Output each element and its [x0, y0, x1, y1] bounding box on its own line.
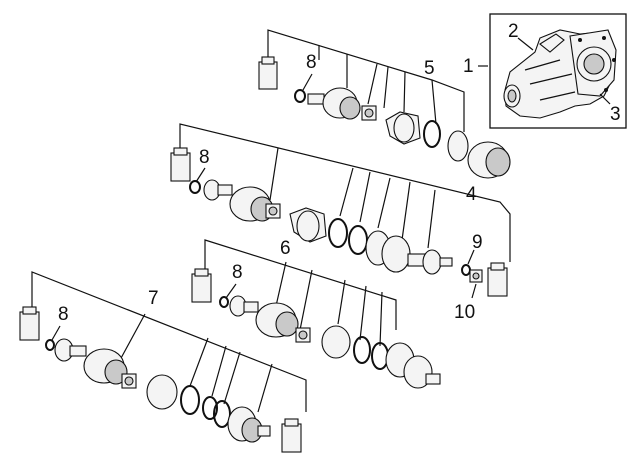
callout-2: 2	[508, 21, 519, 42]
callout-8-third: 8	[232, 262, 243, 283]
leader-3	[599, 93, 611, 105]
snap-ring-icon	[45, 339, 55, 351]
grease-tube-icon	[258, 56, 278, 90]
grease-tube-icon	[19, 306, 40, 341]
shaft-assembly-6: 6 8	[191, 238, 441, 389]
snap-ring-icon	[294, 89, 306, 103]
leaders-4	[269, 147, 436, 249]
leaders-7	[119, 313, 273, 413]
callout-1: 1	[463, 56, 474, 77]
grease-tube-icon	[281, 418, 302, 453]
bracket-4	[179, 123, 511, 262]
differential-housing	[503, 29, 617, 119]
callout-9: 9	[472, 232, 483, 253]
boot-clamp-icon	[202, 396, 218, 420]
cv-joint-outer-6	[229, 295, 299, 338]
differential-inset: 1 2 3	[463, 13, 627, 129]
tripod-icon	[265, 203, 281, 219]
cv-joint-inner-6	[385, 342, 441, 389]
cv-joint-outer-7	[54, 338, 128, 385]
grease-tube-icon	[191, 268, 212, 303]
boot-clamp-icon	[371, 342, 389, 370]
shaft-assembly-4: 4 8	[170, 123, 511, 323]
tripod-icon	[121, 373, 137, 389]
cv-joint-inner-5	[447, 130, 511, 179]
callout-3: 3	[610, 104, 621, 125]
tripod-icon	[295, 327, 311, 343]
cv-joint-inner-7	[227, 406, 271, 443]
shaft-assembly-7: 7 8	[19, 271, 307, 453]
snap-ring-icon	[189, 180, 201, 194]
boot-4a	[289, 207, 327, 243]
boot-clamp-icon	[328, 218, 348, 248]
grease-tube-icon	[170, 147, 191, 182]
nut-10-icon	[469, 269, 483, 283]
leaders-6	[275, 261, 383, 347]
bracket-7	[31, 271, 307, 412]
callout-6: 6	[280, 238, 291, 259]
shaft-assembly-5: 5 8	[258, 29, 511, 179]
cv-joint-outer-4	[203, 179, 274, 222]
callout-8-second: 8	[199, 147, 210, 168]
callout-4: 4	[466, 184, 477, 205]
boot-5a	[385, 111, 421, 145]
boot-clamp-icon	[348, 225, 368, 255]
leaders-5	[318, 45, 437, 125]
boot-4b	[365, 230, 411, 273]
boot-clamp-icon	[353, 336, 371, 364]
snap-ring-icon	[219, 296, 229, 308]
axle-stub-4	[407, 249, 453, 275]
leader-2	[517, 37, 534, 51]
boot-clamp-icon	[213, 400, 231, 428]
snap-ring-9-icon	[461, 264, 471, 276]
callout-8-bottom: 8	[58, 304, 69, 325]
callout-8-top: 8	[306, 52, 317, 73]
callout-7: 7	[148, 288, 159, 309]
bracket-6	[204, 239, 397, 330]
boot-clamp-icon	[180, 385, 200, 415]
boot-7a	[146, 374, 178, 410]
tripod-icon	[361, 105, 377, 121]
grease-tube-icon	[487, 262, 508, 297]
callout-10: 10	[454, 302, 475, 323]
callout-5: 5	[424, 58, 435, 79]
cv-joint-outer-5	[307, 87, 361, 120]
boot-6a	[321, 325, 351, 359]
boot-clamp-icon	[423, 120, 441, 148]
